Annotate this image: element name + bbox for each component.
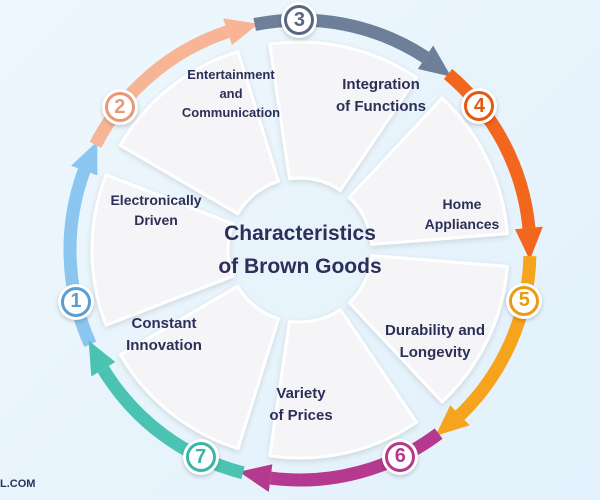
segment-label-1: Electronically Driven	[110, 192, 202, 229]
segment-label-6: Variety of Prices	[269, 385, 333, 424]
segment-card-5	[347, 254, 509, 404]
cycle-arrowhead-4	[515, 226, 543, 261]
segment-card-3	[268, 40, 419, 192]
cycle-arrowhead-7	[88, 340, 116, 377]
footer-brand: L.COM	[0, 478, 36, 490]
step-number-text: 4	[473, 94, 486, 117]
cycle-arc-7	[97, 365, 245, 480]
cycle-arc-1	[63, 168, 97, 347]
step-number-text: 1	[70, 290, 82, 313]
segment-label-4: Home Appliances	[424, 196, 500, 233]
segment-card-2	[118, 49, 281, 216]
cycle-arc-5	[455, 255, 537, 420]
segment-card-7	[118, 284, 281, 451]
step-number-text: 6	[394, 445, 406, 468]
segment-label-2: Entertainment and Communication	[181, 67, 281, 120]
step-number-1: 1	[57, 283, 94, 320]
step-number-text: 2	[114, 95, 126, 118]
cycle-arrowhead-5	[435, 405, 470, 436]
step-number-text: 5	[518, 289, 530, 312]
step-number-6: 6	[382, 438, 419, 475]
cycle-arc-2	[89, 25, 230, 148]
step-number-3: 3	[281, 2, 318, 38]
segment-card-1	[90, 173, 235, 327]
segment-label-5: Durability and Longevity	[384, 322, 485, 361]
step-number-2: 2	[101, 89, 138, 126]
cycle-arrowhead-3	[417, 45, 452, 77]
step-number-text: 7	[195, 445, 207, 468]
cycle-arrowhead-6	[239, 464, 273, 492]
step-number-4: 4	[461, 88, 498, 125]
segment-label-7: Constant Innovation	[126, 315, 202, 354]
step-number-text: 3	[293, 8, 305, 31]
segment-label-3: Integration of Functions	[336, 76, 426, 115]
segment-card-4	[347, 96, 509, 246]
cycle-arc-4	[443, 69, 536, 229]
cycle-arrowhead-2	[223, 18, 259, 45]
cycle-arc-6	[269, 428, 443, 487]
cycle-arc-3	[253, 13, 430, 63]
step-number-5: 5	[506, 282, 543, 319]
cycle-arrowhead-1	[71, 141, 98, 176]
step-number-7: 7	[182, 439, 219, 476]
center-title: Characteristics of Brown Goods	[218, 222, 382, 278]
segment-card-6	[268, 308, 419, 460]
